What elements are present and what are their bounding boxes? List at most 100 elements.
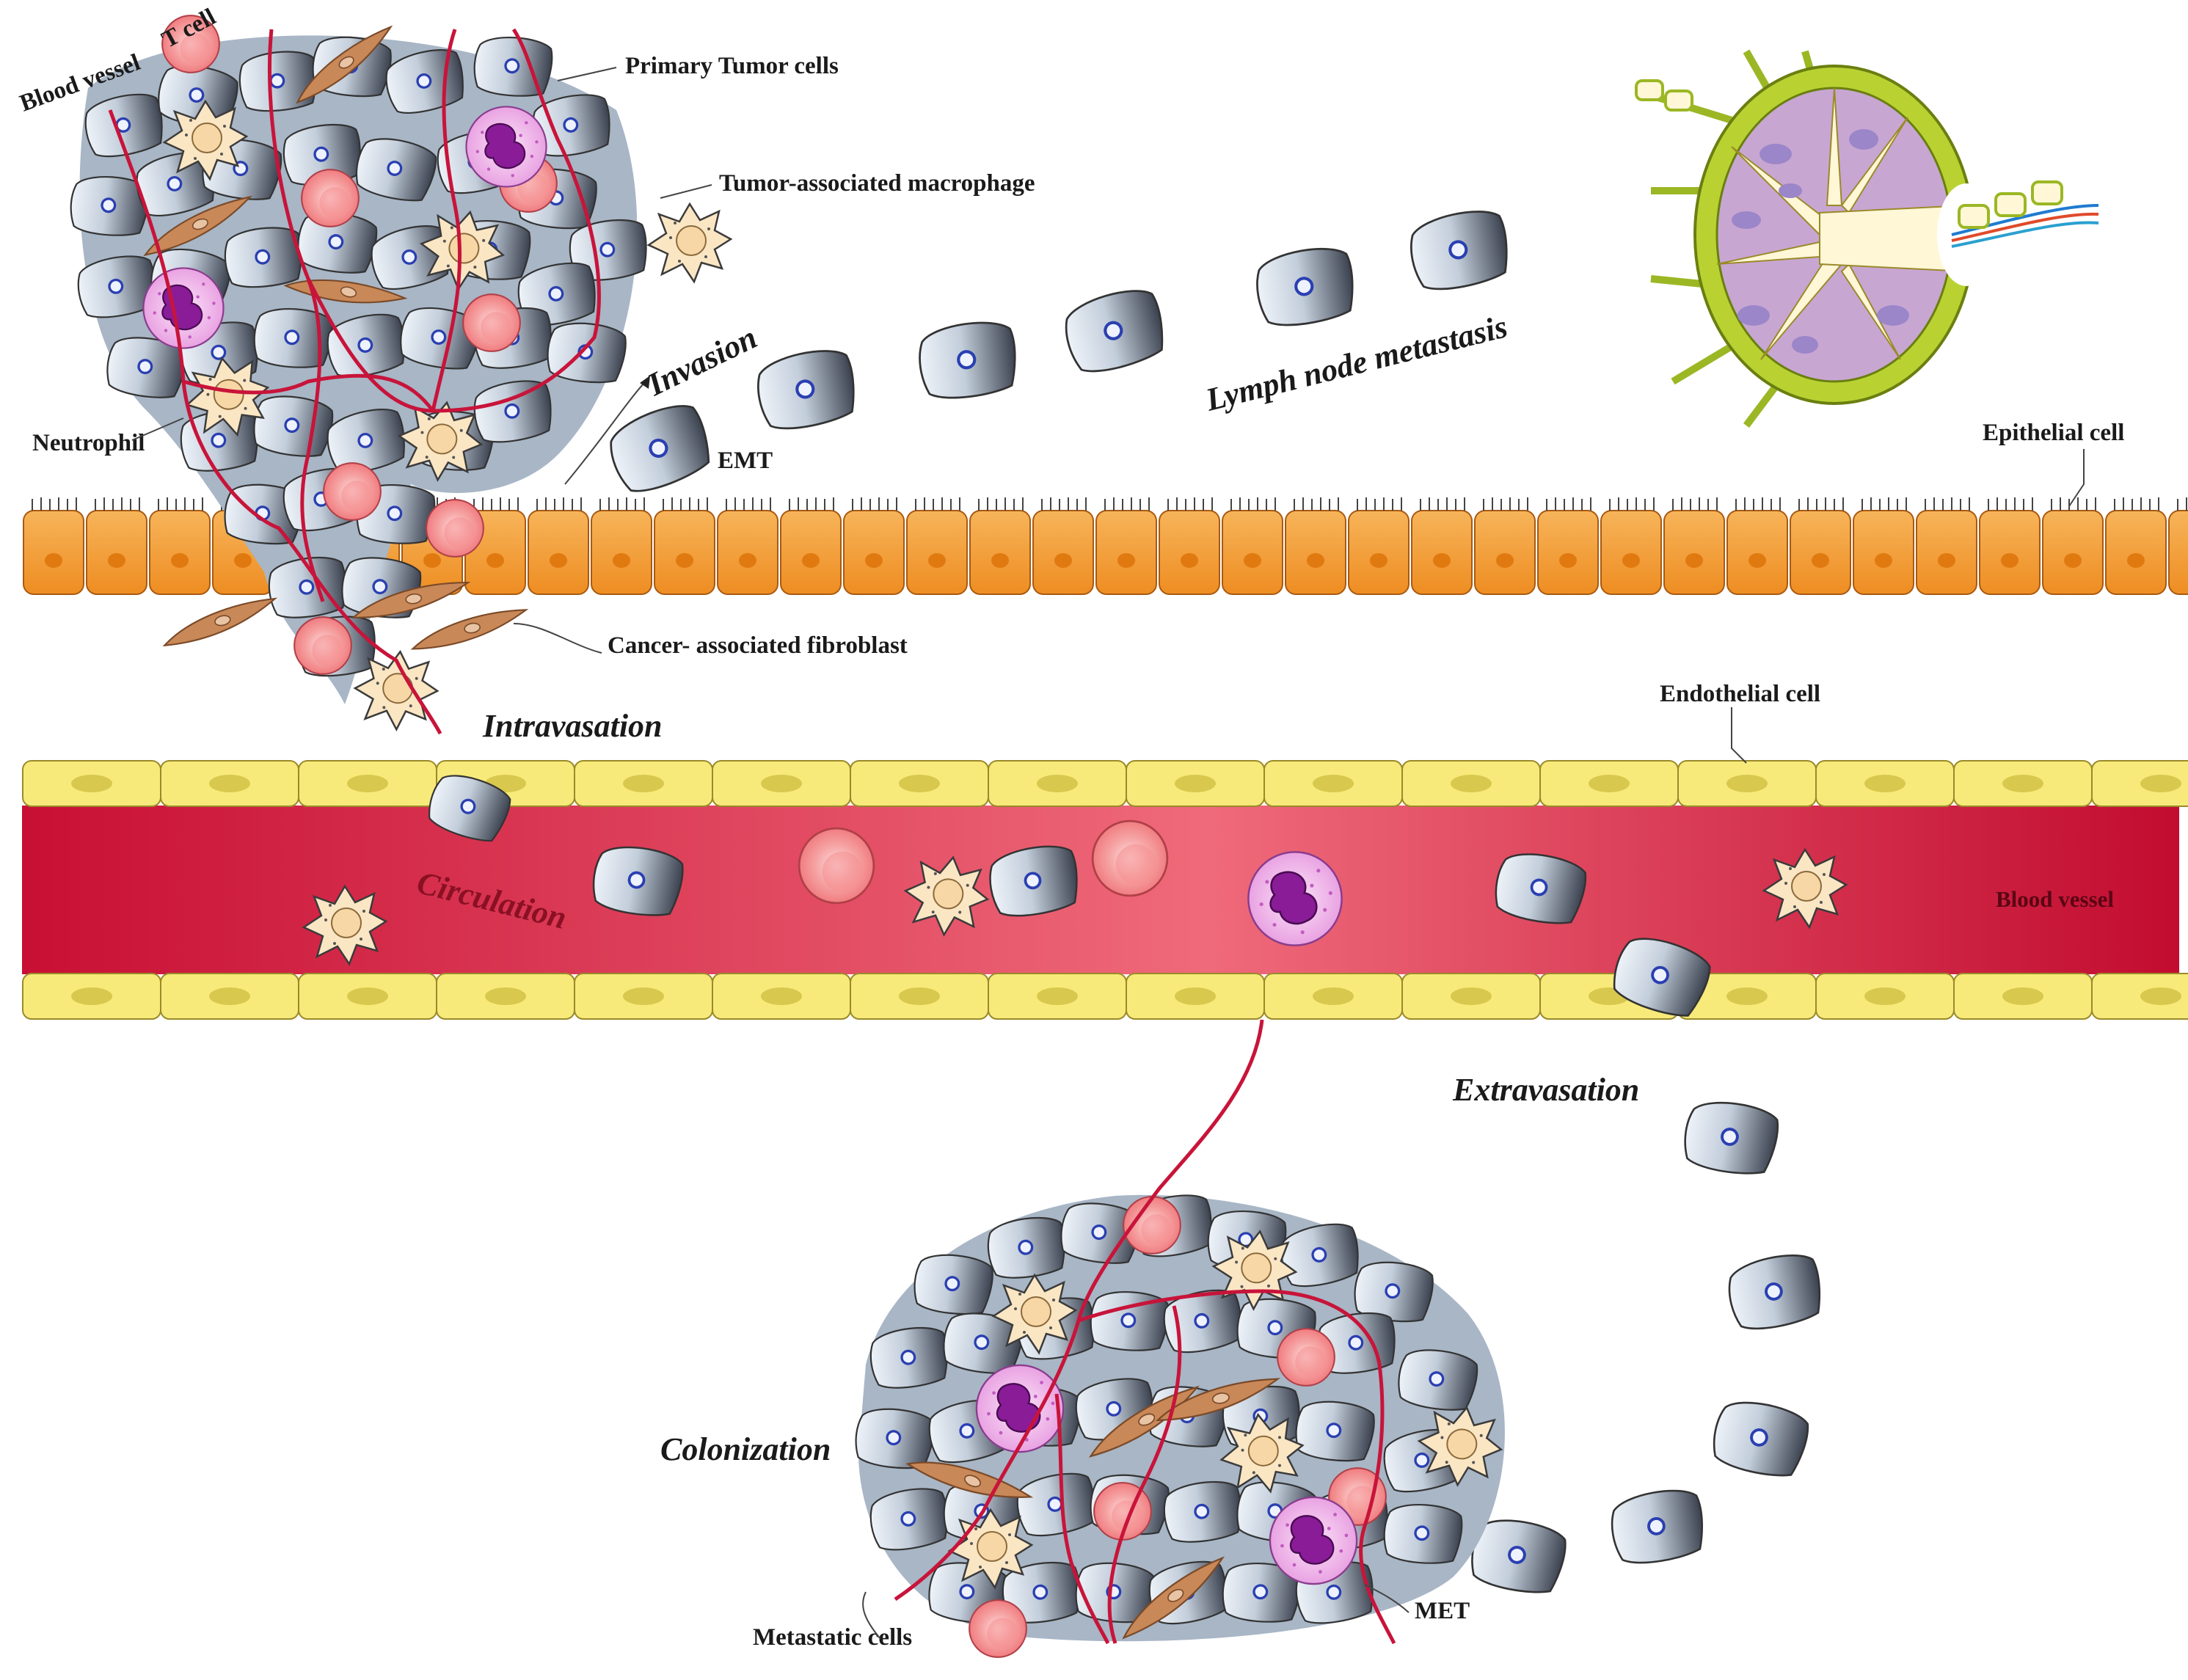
endothelium-top [22,760,2188,807]
endothelial-cell-icon [1263,760,1403,807]
endothelial-cell-icon [850,973,989,1020]
endothelial-cell-icon [712,760,851,807]
metastatic-tumor [851,1019,1509,1658]
endothelial-cell-icon [1401,760,1541,807]
epithelial-cell-icon [1600,497,1662,595]
endothelial-cell-icon [160,973,299,1020]
endothelial-cell-icon [1677,760,1817,807]
neutrophil-icon [465,106,547,188]
label-neutrophil: Neutrophil [32,430,145,456]
red-blood-cell-icon [1091,819,1169,897]
epithelial-cell-icon [1474,497,1536,595]
red-blood-cell-icon [1277,1328,1335,1387]
endothelial-cell-icon [2091,760,2188,807]
tumor-cell-icon [1380,1500,1465,1568]
label-met: MET [1415,1598,1470,1624]
epithelial-cell-icon [654,497,715,595]
neutrophil-icon [1247,851,1343,946]
tumor-cell-icon [1708,1394,1812,1483]
neutrophil-icon [975,1364,1065,1453]
endothelial-cell-icon [988,760,1127,807]
tumor-cell-icon [236,48,320,114]
endothelial-cell-icon [1126,760,1265,807]
endothelial-cell-icon [1401,973,1541,1020]
epithelial-cell-icon [1663,497,1725,595]
lymph-node-icon [1635,49,2099,428]
endothelial-cell-icon [160,760,299,807]
tumor-cell-icon [470,32,555,101]
epithelial-cell-icon [2042,497,2104,595]
endothelial-cell-icon [2091,973,2188,1020]
tumor-cell-icon [1252,244,1357,329]
endothelial-cell-icon [1953,760,2093,807]
endothelial-cell-icon [1815,760,1955,807]
endothelial-cell-icon [1263,973,1403,1020]
label-epithelial-cell: Epithelial cell [1983,420,2124,446]
label-invasion: Invasion [641,319,762,403]
epithelial-cell-icon [1916,497,1977,595]
epithelial-cell-icon [1790,497,1851,595]
label-intravasation: Intravasation [482,708,663,744]
tumor-cell-icon [1087,1287,1172,1356]
endothelial-cell-icon [712,973,851,1020]
red-blood-cell-icon [301,169,360,227]
tumor-cell-icon [1608,1486,1707,1567]
epithelial-cell-icon [591,497,652,595]
epithelial-cell-icon [149,497,211,595]
fibroblast-icon [408,607,531,652]
tumor-cell-icon [1724,1250,1826,1334]
epithelial-cell-icon [717,497,778,595]
endothelial-cell-icon [850,760,989,807]
epithelial-cell-icon [1853,497,1914,595]
epithelial-cell-icon [1095,497,1157,595]
tumor-cell-icon [1060,284,1170,378]
label-colonization: Colonization [660,1431,831,1467]
endothelial-cell-icon [1815,973,1955,1020]
epithelial-cell-icon [86,497,147,595]
epithelial-cell-icon [23,497,84,595]
endothelial-cell-icon [574,973,713,1020]
epithelial-cell-icon [1979,497,2041,595]
epithelial-cell-icon [1159,497,1220,595]
epithelial-cell-icon [843,497,905,595]
tumor-cell-icon [753,346,860,434]
epithelial-cell-icon [906,497,968,595]
epithelial-cell-icon [1411,497,1473,595]
label-primary-tumor: Primary Tumor cells [625,53,839,79]
tumor-cell-icon [916,319,1019,401]
label-lymph-node-metastasis: Lymph node metastasis [1202,308,1511,418]
macrophage-icon [647,202,732,283]
epithelial-cell-icon [1537,497,1599,595]
red-blood-cell-icon [798,827,875,905]
epithelial-cell-icon [1285,497,1346,595]
label-endothelial-cell: Endothelial cell [1660,681,1820,707]
endothelial-cell-icon [1126,973,1265,1020]
label-emt: EMT [718,448,773,474]
leader-lines [131,67,2085,1640]
red-blood-cell-icon [426,499,484,558]
primary-tumor [67,15,732,735]
endothelial-cell-icon [1953,973,2093,1020]
label-extravasation: Extravasation [1452,1072,1639,1108]
red-blood-cell-icon [462,293,521,352]
label-tam: Tumor-associated macrophage [719,170,1035,197]
endothelial-cell-icon [1539,760,1679,807]
tumor-cell-icon [984,1213,1069,1282]
label-blood-vessel-lumen: Blood vessel [1996,886,2114,912]
neutrophil-icon [142,267,225,349]
red-blood-cell-icon [969,1599,1027,1658]
epithelial-cell-icon [1032,497,1094,595]
epithelial-cell-icon [1222,497,1283,595]
epithelial-cell-icon [2168,497,2188,595]
endothelial-cell-icon [298,760,437,807]
endothelium-bottom [22,973,2188,1020]
epithelial-cell-icon [1726,497,1788,595]
fibroblast-icon [158,595,281,649]
epithelial-cell-icon [2105,497,2167,595]
tumor-blood-vessel [108,109,442,735]
tumor-cell-icon [250,304,335,373]
endothelial-cell-icon [298,973,437,1020]
label-caf: Cancer- associated fibroblast [608,632,908,659]
endothelial-cell-icon [436,973,575,1020]
